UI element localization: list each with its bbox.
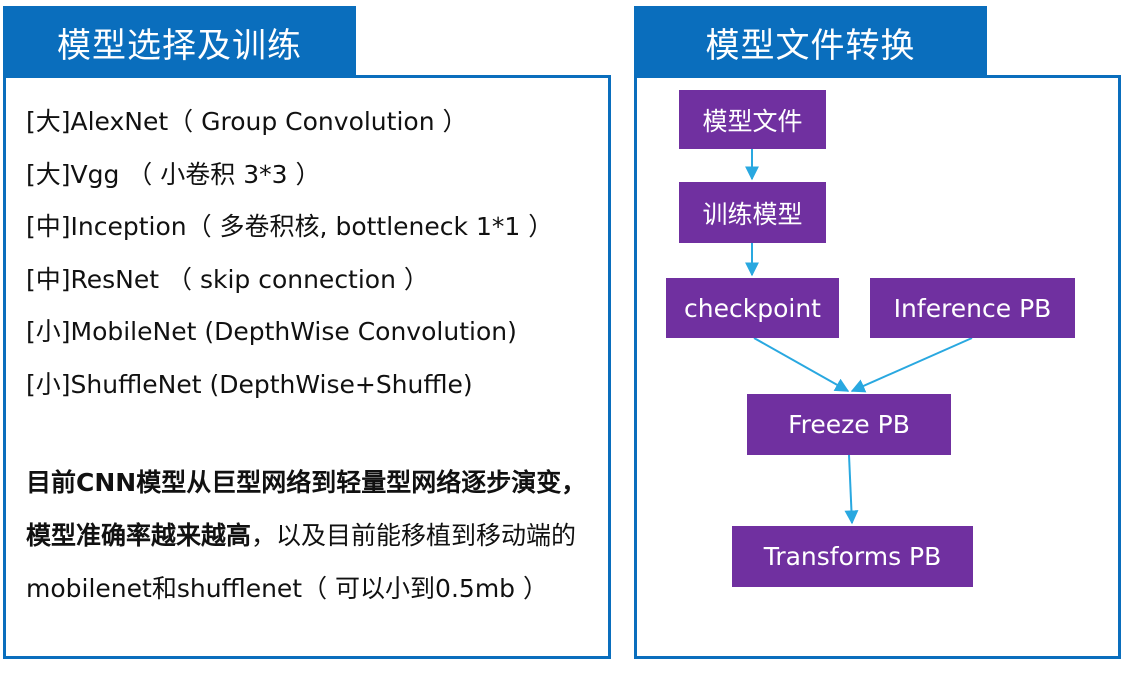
node-inference-pb: Inference PB: [870, 278, 1075, 338]
node-train-model: 训练模型: [679, 182, 826, 243]
model-item-inception: [中]Inception（ 多卷积核, bottleneck 1*1 ）: [26, 212, 554, 241]
model-selection-panel: [大]AlexNet（ Group Convolution ） [大]Vgg （…: [3, 75, 611, 659]
arrow-checkpoint-to-freeze: [753, 337, 850, 392]
node-model-file: 模型文件: [679, 90, 826, 149]
node-freeze-pb: Freeze PB: [747, 394, 951, 455]
node-transforms-pb: Transforms PB: [732, 526, 973, 587]
node-checkpoint: checkpoint: [666, 278, 839, 338]
arrow-inference-to-freeze: [850, 337, 973, 393]
summary-bold-text: 目前CNN模型从巨型网络到轻量型网络逐步演变，模型准确率越来越高: [26, 468, 587, 550]
model-item-alexnet: [大]AlexNet（ Group Convolution ）: [26, 107, 468, 136]
model-item-shufflenet: [小]ShuffleNet (DepthWise+Shuffle): [26, 370, 473, 399]
model-item-resnet: [中]ResNet （ skip connection ）: [26, 265, 429, 294]
model-item-mobilenet: [小]MobileNet (DepthWise Convolution): [26, 317, 517, 346]
summary-paragraph: 目前CNN模型从巨型网络到轻量型网络逐步演变，模型准确率越来越高，以及目前能移植…: [26, 456, 606, 615]
model-item-vgg: [大]Vgg （ 小卷积 3*3 ）: [26, 160, 321, 189]
model-selection-title: 模型选择及训练: [3, 6, 356, 78]
arrow-freeze-to-transforms: [844, 454, 859, 525]
model-conversion-title: 模型文件转换: [634, 6, 987, 78]
summary-normal-text: ，以及目前能移植到移动端的mobilenet和shufflenet（ 可以小到0…: [26, 521, 577, 603]
